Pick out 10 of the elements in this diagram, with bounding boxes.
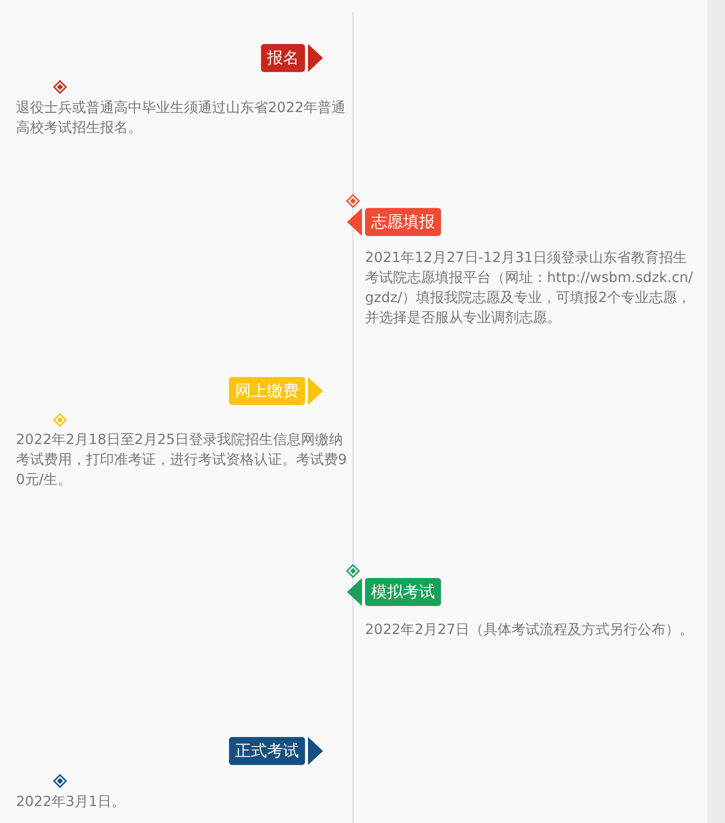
stage-tag: 志愿填报 xyxy=(365,208,441,236)
stage-description: 2021年12月27日-12月31日须登录山东省教育招生考试院志愿填报平台（网址：http://wsbm.sdzk.cn/gzdz/）填报我院志愿及专业，可填报2个专业志愿，并选择是否服从专业调剂志愿。 xyxy=(365,249,694,328)
stage-description: 2022年2月27日（具体考试流程及方式另行公布）。 xyxy=(365,621,694,640)
stage-tag: 网上缴费 xyxy=(229,377,305,405)
stage-description: 2022年3月1日。 xyxy=(16,793,126,812)
stage-description: 2022年2月18日至2月25日登录我院招生信息网缴纳考试费用，打印准考证，进行考试资格认证。考试费90元/生。 xyxy=(16,431,348,490)
stage-tag: 模拟考试 xyxy=(365,578,441,606)
stage-tag: 报名 xyxy=(261,44,305,72)
stage-description: 退役士兵或普通高中毕业生须通过山东省2022年普通高校考试招生报名。 xyxy=(16,99,347,138)
stage-tag: 正式考试 xyxy=(229,737,305,765)
